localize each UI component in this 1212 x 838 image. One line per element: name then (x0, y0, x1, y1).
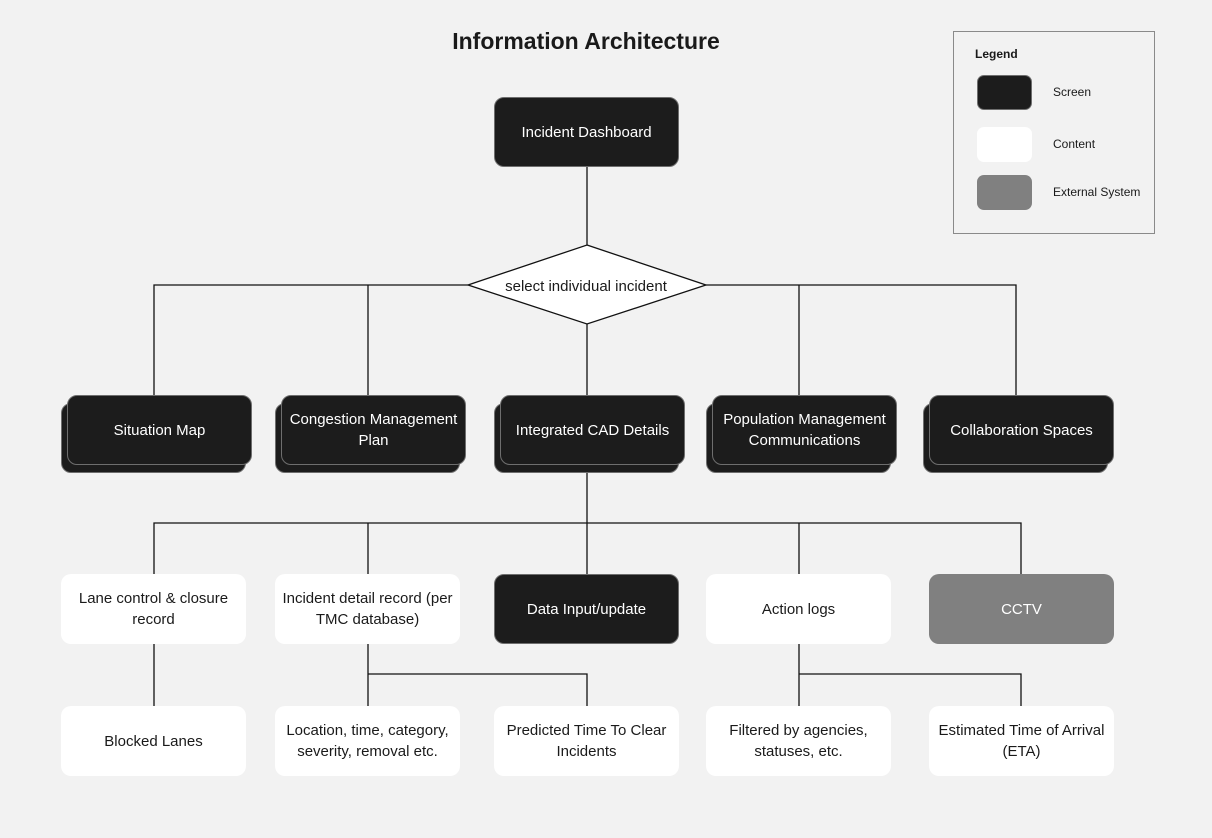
legend-label-content: Content (1053, 137, 1096, 151)
decision-label: select individual incident (505, 277, 667, 295)
node-cctv: CCTV (929, 574, 1114, 644)
node-label: Lane control & closure record (78, 590, 229, 628)
node-lane-control: Lane control & closure record (61, 574, 246, 644)
legend-swatch-screen (977, 75, 1032, 110)
legend-label-external: External System (1053, 185, 1141, 199)
node-collaboration-spaces: Collaboration Spaces (929, 395, 1114, 465)
legend-swatch-external (977, 175, 1032, 210)
node-action-logs: Action logs (706, 574, 891, 644)
node-situation-map: Situation Map (67, 395, 252, 465)
connector-decision-left (153, 284, 468, 396)
node-cad-details: Integrated CAD Details (500, 395, 685, 465)
connector-logs-eta (799, 673, 1022, 706)
node-label: Incident Dashboard (521, 123, 652, 141)
node-label: Situation Map (113, 421, 206, 439)
legend-title: Legend (975, 47, 1018, 61)
node-incident-dashboard: Incident Dashboard (494, 97, 679, 167)
node-blocked-lanes: Blocked Lanes (61, 706, 246, 776)
node-label: Congestion Management Plan (289, 411, 458, 449)
node-eta: Estimated Time of Arrival (ETA) (929, 706, 1114, 776)
node-label: Predicted Time To Clear Incidents (506, 722, 667, 760)
node-incident-record: Incident detail record (per TMC database… (275, 574, 460, 644)
node-label: Filtered by agencies, statuses, etc. (729, 722, 868, 760)
node-label: Estimated Time of Arrival (ETA) (938, 722, 1105, 760)
node-label: Collaboration Spaces (950, 421, 1093, 439)
node-label: Location, time, category, severity, remo… (286, 722, 449, 760)
diagram-title: Information Architecture (452, 28, 720, 54)
legend: Legend Screen Content External System (953, 31, 1155, 234)
node-label: Action logs (761, 600, 836, 618)
node-location-time: Location, time, category, severity, remo… (275, 706, 460, 776)
legend-swatch-content (977, 127, 1032, 162)
decision-diamond (465, 244, 709, 325)
node-data-input: Data Input/update (494, 574, 679, 644)
connector-record-predicted (368, 673, 588, 706)
node-label: Blocked Lanes (104, 732, 203, 750)
node-predicted-time: Predicted Time To Clear Incidents (494, 706, 679, 776)
node-congestion-plan: Congestion Management Plan (281, 395, 466, 465)
legend-label-screen: Screen (1053, 85, 1092, 99)
connector-branch-bus (153, 522, 1022, 574)
node-population-comms: Population Management Communications (712, 395, 897, 465)
node-label: Integrated CAD Details (515, 421, 670, 439)
node-filtered-by: Filtered by agencies, statuses, etc. (706, 706, 891, 776)
node-label: Data Input/update (526, 600, 647, 618)
node-label: Incident detail record (per TMC database… (282, 590, 453, 628)
connector-decision-right (706, 284, 1017, 396)
node-label: CCTV (1001, 600, 1042, 618)
node-label: Population Management Communications (723, 411, 886, 449)
